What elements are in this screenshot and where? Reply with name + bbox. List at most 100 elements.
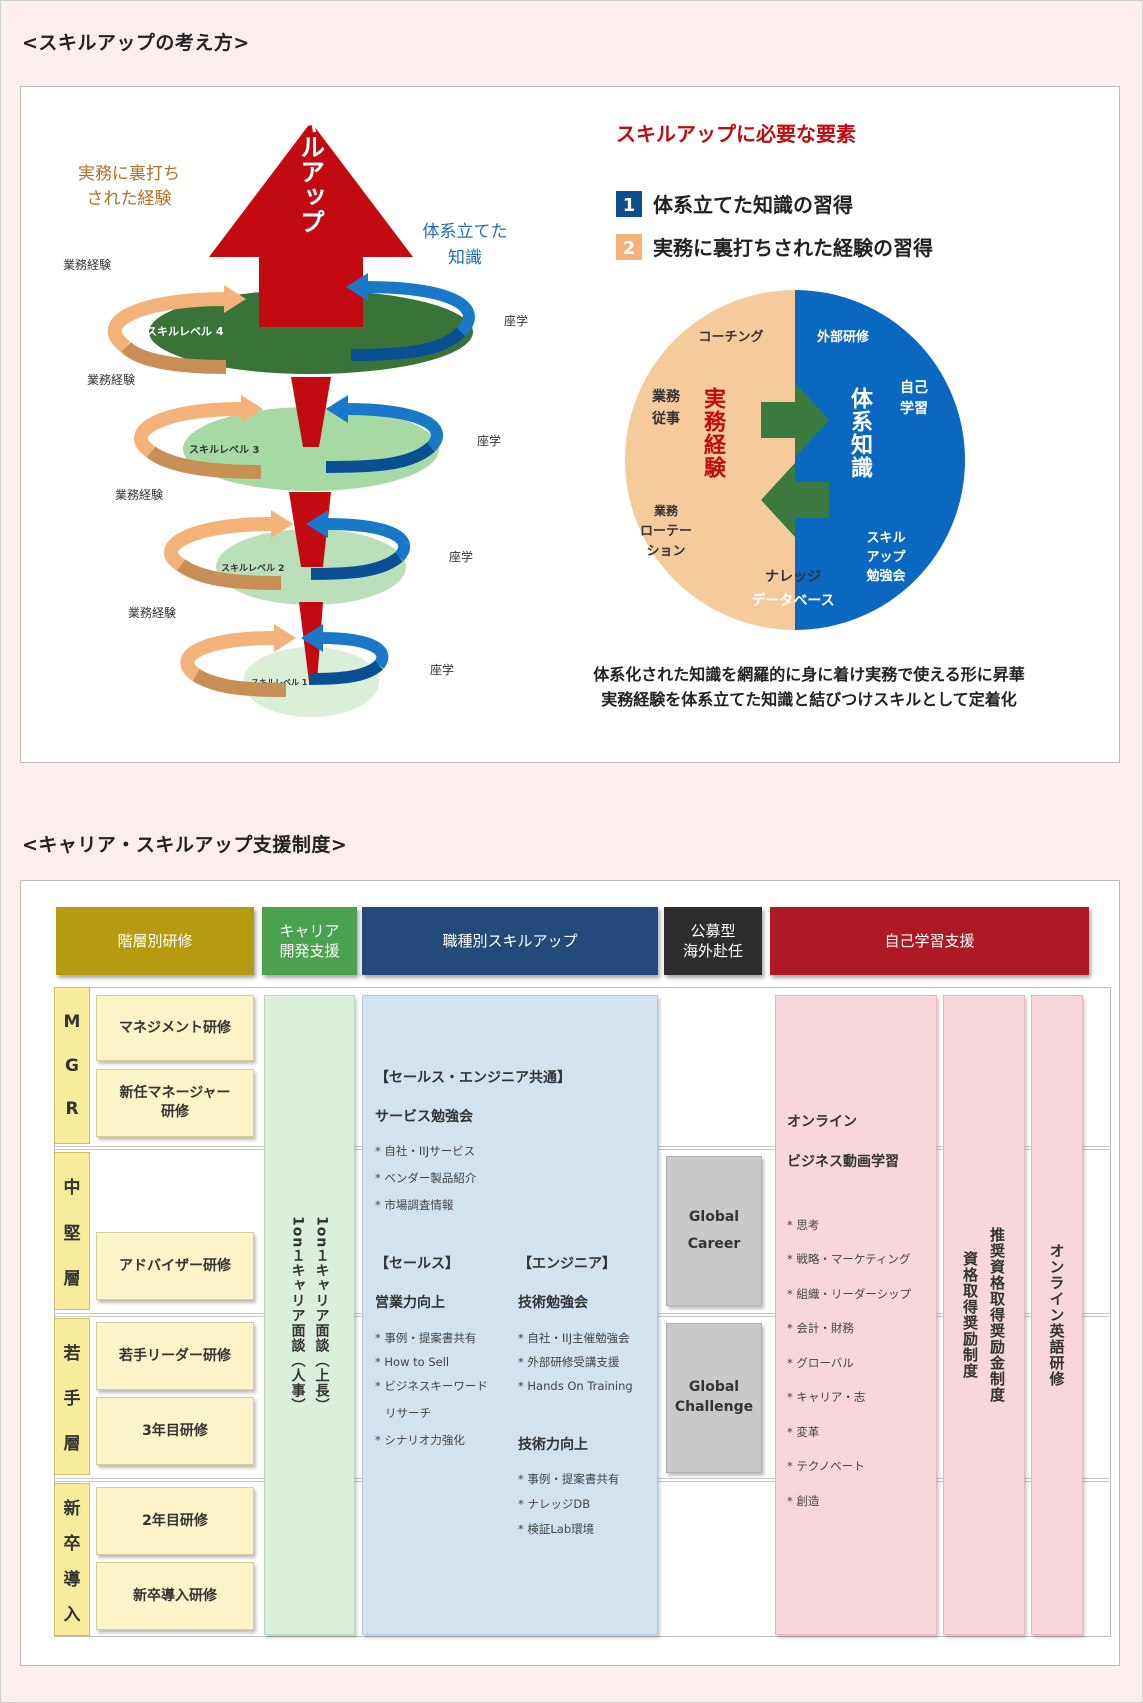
global-career-2: Career [687,1236,741,1252]
blue-loop-2 [325,518,411,562]
shokushu-box: 【セールス・エンジニア共通】 サービス勉強会 * 自社・IIJサービス * ベン… [362,995,658,1635]
tier-shinsotsu-char: 卒 [63,1534,81,1555]
level-third-year: 3年目研修 [96,1397,254,1465]
element-1-text: 体系立てた知識の習得 [653,193,853,217]
left-note-line1: 実務に裏打ち [78,163,180,184]
shikaku-label: 資格取得奨励制度 [961,1251,979,1379]
jiko-label-2: 学習 [900,400,928,417]
tier-chuken: 中 堅 層 [54,1152,90,1310]
element-1-badge [616,191,642,217]
gyomu-juji-2: 従事 [651,410,680,427]
section-title-skillup: <スキルアップの考え方> [22,32,250,54]
sales-title: 【セールス】 [375,1256,459,1272]
eng-sub1: 技術勉強会 [518,1295,588,1311]
section-title-support: <キャリア・スキルアップ支援制度> [22,834,348,856]
taikei-chishiki-label: 体系知識 [847,387,872,479]
level-adviser: アドバイザー研修 [96,1232,254,1300]
tier-mgr-char: G [65,1055,79,1076]
header-career: キャリア 開発支援 [262,907,357,975]
green-arrow-left [761,463,829,537]
tier-wakate-char: 層 [63,1434,81,1454]
eng-item2-1: * 事例・提案書共有 [518,1472,620,1486]
online-item-5: * グローバル [787,1356,854,1370]
header-career-2: 開発支援 [279,942,340,960]
suisho-label: 推奨資格取得奨励金制度 [988,1227,1006,1403]
tier-wakate: 若 手 層 [54,1318,90,1475]
tier-shinsotsu-char: 入 [63,1604,81,1625]
summary-line1: 体系化された知識を網羅的に身に着け実務で使える形に昇華 [593,665,1025,684]
header-jiko: 自己学習支援 [770,907,1089,975]
online-item-8: * テクノベート [787,1459,865,1473]
right-note-line1: 体系立てた [423,222,508,242]
right-label-2: 座学 [477,433,501,448]
wedge-3 [291,377,331,447]
jitsumu-keiken-label: 実務経験 [700,387,725,479]
service-item-2: * ベンダー製品紹介 [375,1171,477,1185]
shikaku-column: 資格取得奨励制度 推奨資格取得奨励金制度 [943,995,1025,1635]
online-item-9: * 創造 [787,1494,820,1508]
service-title: サービス勉強会 [375,1109,473,1125]
sales-item-5: * シナリオ力強化 [375,1433,465,1447]
knowledge-db-2: データベース [751,592,834,609]
header-career-1: キャリア [279,921,340,940]
elements-title: スキルアップに必要な要素 [616,122,856,146]
service-item-3: * 市場調査情報 [375,1198,454,1212]
level-new-manager-1: 新任マネージャー [119,1085,231,1102]
skillup-kai-2: アップ [866,550,906,565]
eng-item2-2: * ナレッジDB [518,1497,591,1511]
header-shokushu: 職種別スキルアップ [362,907,658,975]
level3-label: スキルレベル 3 [189,444,259,456]
career-column: 1on１キャリア面談（人事） 1on１キャリア面談（上長） [264,995,355,1635]
left-label-3: 業務経験 [115,487,163,502]
rotation-1: 業務 [653,503,679,518]
skillup-arrow-label: スキルアップ [297,87,326,234]
orange-loop-2 [164,517,272,571]
eng-item1-2: * 外部研修受講支援 [518,1355,620,1369]
left-label-2: 業務経験 [87,372,135,387]
online-item-7: * 変革 [787,1425,820,1439]
coaching-label: コーチング [698,329,763,345]
eng-title: 【エンジニア】 [518,1256,616,1272]
skillup-big-arrow [209,122,413,327]
tier-shinsotsu-char: 新 [63,1499,81,1520]
level-second-year: 2年目研修 [96,1487,254,1555]
tier-mgr-char: R [65,1099,79,1120]
service-item-1: * 自社・IIJサービス [375,1144,476,1158]
eigo-column: オンライン英語研修 [1031,995,1083,1635]
tier-wakate-char: 手 [63,1389,81,1409]
eng-sub2: 技術力向上 [518,1437,588,1453]
blue-loop-top [365,281,475,337]
career-interview-boss: 1on１キャリア面談（上長） [313,1216,330,1414]
orange-loop-1 [180,631,277,681]
global-challenge-1: Global [688,1379,740,1396]
tier-chuken-char: 堅 [63,1223,81,1244]
eng-item1-1: * 自社・IIJ主催勉強会 [518,1331,630,1345]
right-label-3: 座学 [449,549,473,564]
sales-sub: 営業力向上 [375,1295,445,1311]
gyomu-juji-1: 業務 [651,388,681,405]
rotation-3: ション [646,544,685,559]
wedge-2 [289,492,331,567]
online-item-6: * キャリア・志 [787,1390,866,1404]
blue-loop-3 [345,403,443,452]
level-new-grad: 新卒導入研修 [96,1562,254,1630]
sales-item-3: * ビジネスキーワード [375,1379,488,1393]
tier-mgr: M G R [54,987,90,1144]
blue-loop-1 [320,632,389,669]
left-label-4: 業務経験 [128,605,176,620]
skillup-kai-3: 勉強会 [865,568,906,584]
element-2-num: 2 [623,238,636,259]
left-label-1: 業務経験 [63,257,111,272]
career-interview-hr: 1on１キャリア面談（人事） [289,1216,306,1414]
element-1-num: 1 [623,195,636,216]
tier-shinsotsu-char: 導 [63,1569,81,1590]
level4-label: スキルレベル 4 [146,325,224,338]
global-challenge-box: Global Challenge [666,1323,762,1473]
orange-loop-3 [134,402,242,458]
knowledge-db-1: ナレッジ [765,569,821,585]
header-kaiso: 階層別研修 [56,907,254,975]
online-title1: オンライン [787,1114,857,1130]
online-item-3: * 組織・リーダーシップ [787,1287,912,1301]
tier-wakate-char: 若 [63,1344,81,1364]
eng-item1-3: * Hands On Training [518,1379,633,1393]
